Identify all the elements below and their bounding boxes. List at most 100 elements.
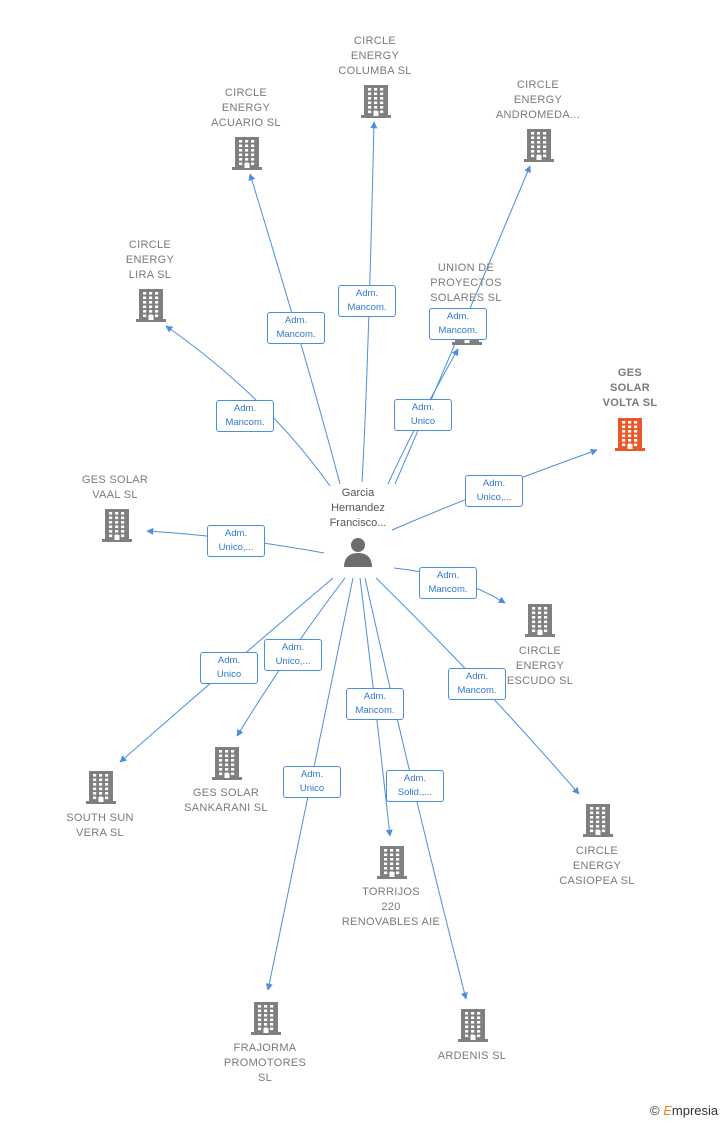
edge-label-casiopea[interactable]: Adm.Mancom. bbox=[448, 668, 506, 700]
edge-label-line: Mancom. bbox=[225, 417, 265, 428]
company-node-vaal[interactable]: GES SOLAR VAAL SL bbox=[55, 473, 175, 503]
name-line: Hernandez bbox=[331, 502, 385, 514]
edge-label-line: Adm. bbox=[446, 311, 470, 322]
company-name-line: SOLARES SL bbox=[430, 292, 502, 304]
company-name-line: CIRCLE bbox=[516, 79, 560, 91]
edge-label-line: Unico bbox=[299, 783, 325, 794]
edge-label-vaal[interactable]: Adm.Unico,... bbox=[207, 525, 265, 557]
building-icon bbox=[458, 1009, 488, 1042]
edge-label-lira[interactable]: Adm.Mancom. bbox=[216, 400, 274, 432]
company-icon-frajorma[interactable] bbox=[251, 1001, 281, 1040]
company-name-line: ENERGY bbox=[515, 660, 565, 672]
company-name-line: ENERGY bbox=[572, 860, 622, 872]
company-icon-ardenis[interactable] bbox=[458, 1008, 488, 1047]
edge-label-line: Unico,... bbox=[218, 542, 254, 553]
company-name-line: PROYECTOS bbox=[430, 277, 502, 289]
edge-label-andromeda[interactable]: Adm.Mancom. bbox=[429, 308, 487, 340]
building-icon bbox=[136, 289, 166, 322]
company-name-line: SOLAR bbox=[610, 382, 650, 394]
company-icon-torrijos[interactable] bbox=[377, 845, 407, 884]
company-name-line: GES bbox=[617, 367, 643, 379]
edge-label-line: Adm. bbox=[465, 671, 489, 682]
brand-logo: © Empresia bbox=[650, 1103, 718, 1118]
company-name-line: ENERGY bbox=[350, 50, 400, 62]
edge-label-line: Adm. bbox=[300, 769, 324, 780]
company-icon-volta[interactable] bbox=[615, 417, 645, 456]
company-name: FRAJORMA PROMOTORES SL bbox=[205, 1041, 325, 1086]
company-name-line: GES SOLAR bbox=[81, 474, 149, 486]
company-node-frajorma[interactable]: FRAJORMA PROMOTORES SL bbox=[205, 1041, 325, 1086]
edge-label-line: Adm. bbox=[436, 570, 460, 581]
edge-label-line: Unico bbox=[216, 669, 242, 680]
company-name-line: UNION DE bbox=[437, 262, 495, 274]
company-icon-andromeda[interactable] bbox=[524, 128, 554, 167]
building-icon bbox=[525, 604, 555, 637]
company-name-line: TORRIJOS bbox=[362, 886, 420, 898]
edge-label-southsun[interactable]: Adm.Unico bbox=[200, 652, 258, 684]
company-name-line: VOLTA SL bbox=[602, 397, 658, 409]
company-name-line: VAAL SL bbox=[92, 489, 138, 501]
brand-initial: E bbox=[663, 1103, 672, 1118]
edge-label-torrijos[interactable]: Adm.Mancom. bbox=[346, 688, 404, 720]
company-name-line: CIRCLE bbox=[353, 35, 397, 47]
edge-label-frajorma[interactable]: Adm. Unico bbox=[283, 766, 341, 798]
building-icon bbox=[615, 418, 645, 451]
edge-label-line: Adm. bbox=[281, 642, 305, 653]
company-name-line: ESCUDO SL bbox=[506, 675, 574, 687]
edge-label-sankarani[interactable]: Adm. Unico,... bbox=[264, 639, 322, 671]
edge-label-line: Mancom. bbox=[428, 584, 468, 595]
company-node-volta[interactable]: GES SOLAR VOLTA SL bbox=[570, 366, 690, 411]
edge-label-union[interactable]: Adm.Unico bbox=[394, 399, 452, 431]
company-name-line: ENERGY bbox=[221, 102, 271, 114]
edge-acuario bbox=[248, 173, 341, 485]
edge-label-volta[interactable]: Adm.Unico,... bbox=[465, 475, 523, 507]
edge-label-line: Mancom. bbox=[355, 705, 395, 716]
company-name-line: VERA SL bbox=[76, 827, 124, 839]
edge-label-acuario[interactable]: Adm.Mancom. bbox=[267, 312, 325, 344]
brand-text: mpresia bbox=[671, 1103, 719, 1118]
company-icon-acuario[interactable] bbox=[232, 136, 262, 175]
edge-label-columba[interactable]: Adm.Mancom. bbox=[338, 285, 396, 317]
company-icon-sankarani[interactable] bbox=[212, 746, 242, 785]
edge-label-line: Mancom. bbox=[347, 302, 387, 313]
company-name-line: GES SOLAR bbox=[192, 787, 260, 799]
company-icon-vaal[interactable] bbox=[102, 508, 132, 547]
company-icon-southsun[interactable] bbox=[86, 770, 116, 809]
center-person[interactable]: Garcia Hernandez Francisco... bbox=[308, 486, 408, 568]
company-icon-columba[interactable] bbox=[361, 84, 391, 123]
company-name-line: FRAJORMA bbox=[233, 1042, 297, 1054]
edge-label-line: Unico,... bbox=[275, 656, 311, 667]
company-name-line: ANDROMEDA... bbox=[495, 109, 581, 121]
edge-label-line: Adm. bbox=[411, 402, 435, 413]
building-icon bbox=[232, 137, 262, 170]
edge-label-ardenis[interactable]: Adm.Solid.,... bbox=[386, 770, 444, 802]
company-icon-casiopea[interactable] bbox=[583, 803, 613, 842]
edge-label-line: Adm. bbox=[403, 773, 427, 784]
edge-label-escudo[interactable]: Adm. Mancom. bbox=[419, 567, 477, 599]
company-name-line: CASIOPEA SL bbox=[559, 875, 635, 887]
company-icon-lira[interactable] bbox=[136, 288, 166, 327]
company-node-union[interactable]: UNION DE PROYECTOS SOLARES SL bbox=[406, 261, 526, 306]
company-name-line: LIRA SL bbox=[128, 269, 172, 281]
company-node-ardenis[interactable]: ARDENIS SL bbox=[412, 1049, 532, 1064]
name-line: Garcia bbox=[341, 487, 375, 499]
company-name-line: SL bbox=[257, 1072, 273, 1084]
building-icon bbox=[361, 85, 391, 118]
company-name: ARDENIS SL bbox=[412, 1049, 532, 1064]
building-icon bbox=[377, 846, 407, 879]
company-name-line: PROMOTORES bbox=[223, 1057, 307, 1069]
company-name-line: 220 bbox=[381, 901, 401, 913]
company-icon-escudo[interactable] bbox=[525, 603, 555, 642]
